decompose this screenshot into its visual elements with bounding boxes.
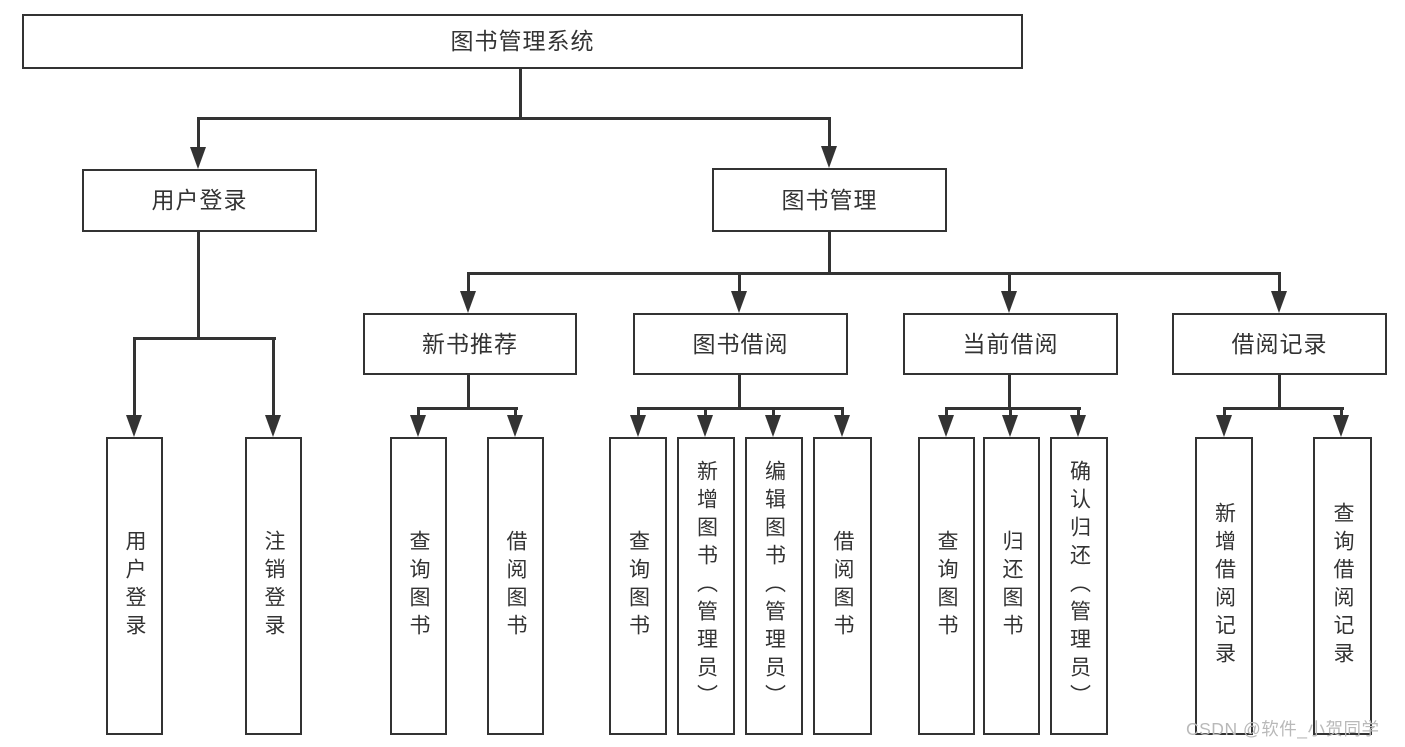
arrow-down-icon — [1002, 415, 1018, 437]
arrow-down-icon — [1333, 415, 1349, 437]
node-return-books-label: 归还图书 — [1000, 530, 1023, 642]
connector-line — [197, 117, 200, 149]
arrow-down-icon — [1070, 415, 1086, 437]
connector-line — [1278, 375, 1281, 410]
node-borrow-books-borrowing-label: 借阅图书 — [831, 530, 854, 642]
arrow-down-icon — [731, 291, 747, 313]
connector-line — [1223, 407, 1226, 417]
arrow-down-icon — [1001, 291, 1017, 313]
arrow-down-icon — [938, 415, 954, 437]
node-query-books-borrowing-label: 查询图书 — [626, 530, 650, 642]
connector-line — [945, 407, 1081, 410]
connector-line — [197, 117, 831, 120]
node-library-system: 图书管理系统 — [22, 14, 1023, 69]
connector-line — [197, 232, 200, 338]
arrow-down-icon — [1216, 415, 1232, 437]
connector-line — [1077, 407, 1080, 417]
node-library-system-label: 图书管理系统 — [450, 28, 595, 54]
node-add-books-admin: 新增图书（管理员） — [677, 437, 735, 735]
node-new-book-recommend: 新书推荐 — [363, 313, 577, 375]
node-borrowing-records: 借阅记录 — [1172, 313, 1387, 375]
arrow-down-icon — [630, 415, 646, 437]
connector-line — [1009, 407, 1012, 417]
node-query-borrow-record-label: 查询借阅记录 — [1331, 502, 1354, 670]
connector-line — [272, 337, 275, 416]
node-book-management: 图书管理 — [712, 168, 947, 232]
arrow-down-icon — [410, 415, 426, 437]
arrow-down-icon — [507, 415, 523, 437]
connector-line — [467, 272, 470, 294]
node-add-borrow-record: 新增借阅记录 — [1195, 437, 1253, 735]
node-user-login: 用户登录 — [106, 437, 163, 735]
connector-line — [1278, 272, 1281, 294]
node-borrowing-records-label: 借阅记录 — [1231, 330, 1328, 357]
connector-line — [828, 232, 831, 274]
node-edit-books-admin: 编辑图书（管理员） — [745, 437, 803, 735]
node-book-management-label: 图书管理 — [781, 186, 878, 213]
node-query-books-recommend: 查询图书 — [390, 437, 447, 735]
node-user-login-branch-label: 用户登录 — [151, 187, 248, 213]
node-new-book-recommend-label: 新书推荐 — [422, 330, 518, 357]
arrow-down-icon — [126, 415, 142, 437]
arrow-down-icon — [697, 415, 713, 437]
connector-line — [828, 117, 831, 149]
connector-line — [738, 272, 741, 294]
connector-line — [417, 407, 518, 410]
node-query-borrow-record: 查询借阅记录 — [1313, 437, 1372, 735]
arrow-down-icon — [1271, 291, 1287, 313]
connector-line — [467, 272, 1281, 275]
node-logout: 注销登录 — [245, 437, 302, 735]
node-query-books-recommend-label: 查询图书 — [407, 530, 430, 642]
node-add-borrow-record-label: 新增借阅记录 — [1212, 502, 1236, 670]
connector-line — [133, 337, 276, 340]
connector-line — [133, 337, 136, 416]
connector-line — [467, 375, 470, 410]
connector-line — [1340, 407, 1343, 417]
connector-line — [637, 407, 640, 417]
node-current-borrowing-label: 当前借阅 — [962, 330, 1059, 357]
node-borrow-books-recommend-label: 借阅图书 — [504, 530, 527, 642]
arrow-down-icon — [190, 147, 206, 169]
connector-line — [841, 407, 844, 417]
connector-line — [704, 407, 707, 417]
node-logout-label: 注销登录 — [262, 530, 285, 642]
connector-line — [417, 407, 420, 417]
node-borrow-books-borrowing: 借阅图书 — [813, 437, 872, 735]
node-query-books-current-label: 查询图书 — [935, 530, 958, 642]
node-add-books-admin-label: 新增图书（管理员） — [694, 460, 718, 712]
node-return-books: 归还图书 — [983, 437, 1040, 735]
connector-line — [514, 407, 517, 417]
node-edit-books-admin-label: 编辑图书（管理员） — [762, 460, 786, 712]
connector-line — [738, 375, 741, 410]
connector-line — [519, 69, 522, 118]
connector-line — [772, 407, 775, 417]
connector-line — [1223, 407, 1344, 410]
arrow-down-icon — [265, 415, 281, 437]
csdn-watermark: CSDN @软件_小贺同学 — [1186, 719, 1380, 739]
node-query-books-borrowing: 查询图书 — [609, 437, 667, 735]
node-query-books-current: 查询图书 — [918, 437, 975, 735]
node-borrow-books-recommend: 借阅图书 — [487, 437, 544, 735]
node-confirm-return-admin: 确认归还（管理员） — [1050, 437, 1108, 735]
arrow-down-icon — [834, 415, 850, 437]
node-user-login-branch: 用户登录 — [82, 169, 317, 232]
node-book-borrowing-label: 图书借阅 — [692, 330, 789, 357]
arrow-down-icon — [460, 291, 476, 313]
node-user-login-label: 用户登录 — [123, 530, 146, 642]
node-confirm-return-admin-label: 确认归还（管理员） — [1067, 460, 1091, 712]
connector-line — [945, 407, 948, 417]
arrow-down-icon — [765, 415, 781, 437]
connector-line — [1008, 375, 1011, 410]
node-current-borrowing: 当前借阅 — [903, 313, 1118, 375]
arrow-down-icon — [821, 146, 837, 168]
connector-line — [1008, 272, 1011, 294]
connector-line — [637, 407, 844, 410]
node-book-borrowing: 图书借阅 — [633, 313, 848, 375]
